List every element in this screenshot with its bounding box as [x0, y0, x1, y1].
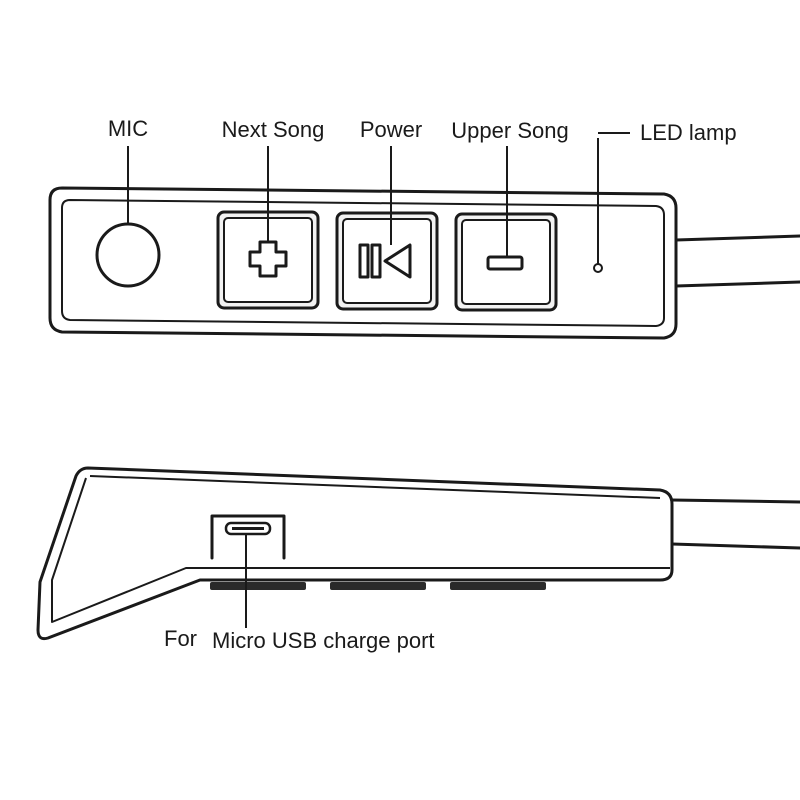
- mic-label: MIC: [108, 116, 148, 141]
- side-top-edge: [89, 475, 661, 499]
- power-play-pause-icon: [358, 243, 412, 279]
- remote-body-inner: [61, 199, 665, 327]
- front-view: MIC Next Song Power Upper Song LED lamp: [48, 116, 800, 340]
- side-view: For Micro USB charge port: [36, 466, 800, 653]
- led-indicator-icon: [593, 263, 603, 273]
- remote-side-outline: [36, 466, 674, 641]
- cable-bottom: [670, 498, 800, 550]
- upper-song-label: Upper Song: [451, 118, 568, 143]
- remote-body-outer: [48, 186, 678, 340]
- power-label: Power: [360, 117, 422, 142]
- minus-icon: [486, 255, 524, 271]
- next-song-label: Next Song: [222, 117, 325, 142]
- cable-top: [674, 234, 800, 288]
- usb-port-label: Micro USB charge port: [212, 628, 435, 653]
- button-nub-1: [210, 582, 306, 590]
- side-inner-slant: [51, 477, 670, 623]
- button-nub-3: [450, 582, 546, 590]
- micro-usb-port-icon: [210, 514, 286, 560]
- button-nub-2: [330, 582, 426, 590]
- upper-song-button[interactable]: [454, 212, 558, 312]
- mic-icon: [95, 222, 161, 288]
- power-button[interactable]: [335, 211, 439, 311]
- usb-for-label: For: [164, 626, 197, 651]
- next-song-button[interactable]: [216, 210, 320, 310]
- led-lamp-label: LED lamp: [640, 120, 737, 145]
- plus-icon: [248, 240, 288, 278]
